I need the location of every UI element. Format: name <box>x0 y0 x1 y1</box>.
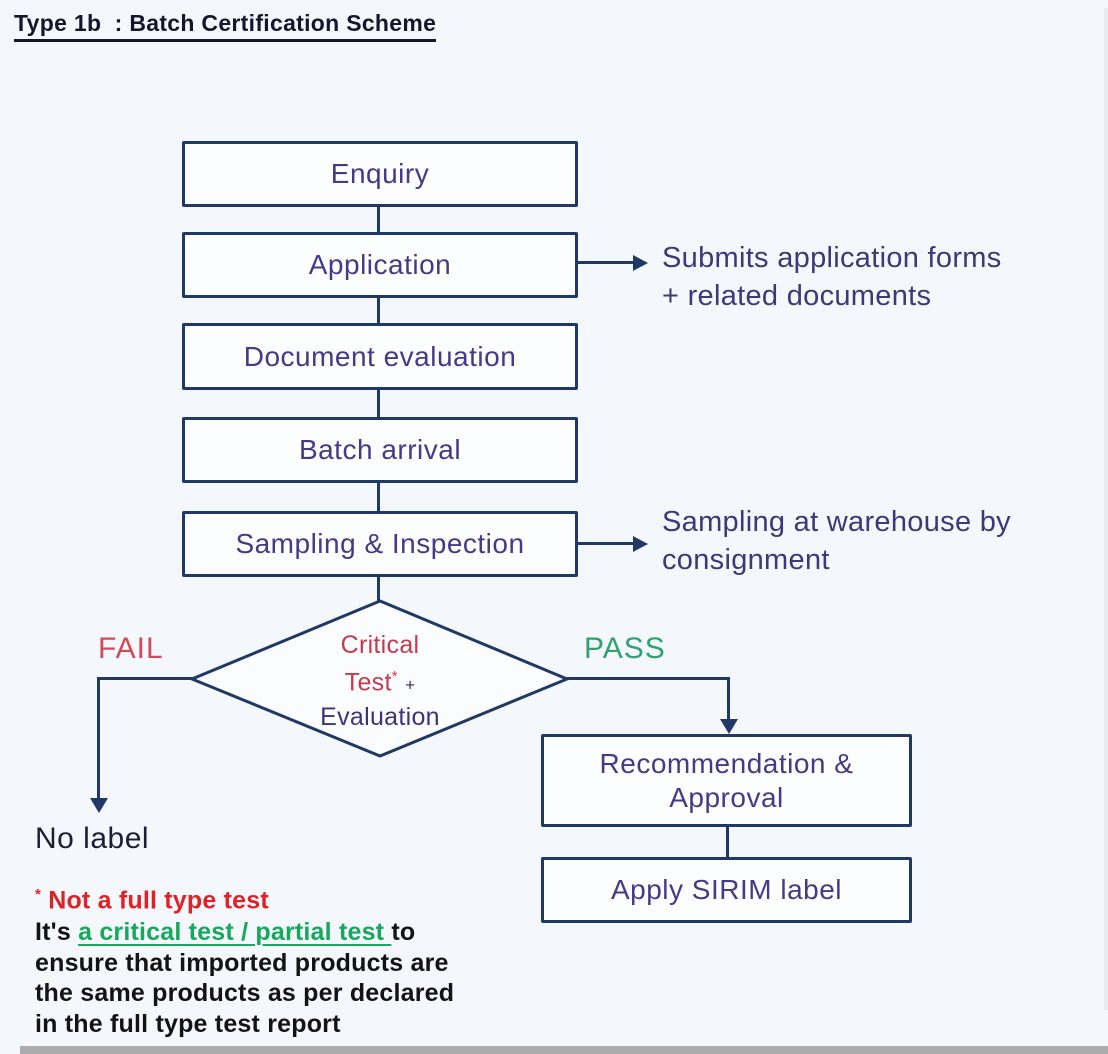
flow-box-application: Application <box>182 232 578 298</box>
connector-enquiry-application <box>377 206 380 233</box>
fail-label: FAIL <box>98 632 164 665</box>
footnote-body: It's a critical test / partial test to e… <box>35 917 505 1039</box>
decision-diamond-text: Critical Test* + Evaluation <box>280 629 480 733</box>
footnote-line2-suffix: to <box>391 918 416 946</box>
pass-branch-arrowhead-icon <box>719 719 738 734</box>
fail-branch-arrowhead-icon <box>89 798 108 813</box>
decision-line1: Critical <box>340 631 420 659</box>
connector-application-doceval <box>377 297 380 324</box>
pass-branch-hline <box>567 677 730 680</box>
connector-batcharrival-sampling <box>377 482 380 512</box>
flow-box-document-evaluation: Document evaluation <box>182 323 578 390</box>
flow-box-enquiry: Enquiry <box>182 141 578 207</box>
footnote-line5: in the full type test report <box>35 1009 341 1038</box>
sampling-annotation-arrowhead-icon <box>633 535 648 552</box>
application-annotation-arrowhead-icon <box>633 254 648 271</box>
flow-box-recommendation-approval: Recommendation & Approval <box>541 734 912 827</box>
decision-diamond <box>188 599 571 758</box>
flow-box-recommendation-approval-label: Recommendation & Approval <box>599 747 854 813</box>
sampling-annotation-line <box>578 542 634 545</box>
connector-recommendation-sirim <box>726 826 729 858</box>
flow-box-document-evaluation-label: Document evaluation <box>243 340 517 372</box>
fail-branch-hline <box>97 677 193 680</box>
flow-box-sampling-inspection-label: Sampling & Inspection <box>235 528 525 559</box>
fail-result-text: No label <box>35 822 150 855</box>
flow-box-sampling-inspection: Sampling & Inspection <box>182 511 578 577</box>
flow-box-apply-sirim-label-text: Apply SIRIM label <box>610 874 843 905</box>
footnote-line4: the same products as per declared <box>35 979 455 1007</box>
footnote-red-line: * Not a full type test <box>35 886 269 915</box>
flow-box-application-label: Application <box>308 249 452 280</box>
right-edge-strip <box>1104 8 1108 1010</box>
footnote-red-text: Not a full type test <box>48 886 269 915</box>
flow-box-enquiry-label: Enquiry <box>330 158 430 189</box>
flow-box-batch-arrival: Batch arrival <box>182 417 578 483</box>
annotation-application: Submits application forms + related docu… <box>662 242 1002 312</box>
connector-doceval-batcharrival <box>377 389 380 418</box>
application-annotation-line <box>578 261 634 264</box>
bottom-edge-strip <box>20 1046 1108 1054</box>
connector-sampling-decision <box>377 576 380 603</box>
pass-label: PASS <box>584 632 666 665</box>
annotation-sampling: Sampling at warehouse by consignment <box>662 506 1011 576</box>
footnote-green-text: a critical test / partial test <box>78 918 392 946</box>
page-title: Type 1b : Batch Certification Scheme <box>14 10 437 42</box>
flow-box-apply-sirim-label: Apply SIRIM label <box>541 857 912 923</box>
flow-box-batch-arrival-label: Batch arrival <box>298 434 462 465</box>
pass-branch-vline <box>727 677 730 721</box>
decision-line3: Evaluation <box>320 703 440 732</box>
footnote-asterisk: * <box>35 886 42 903</box>
fail-branch-vline <box>97 677 100 799</box>
footnote-line2-prefix: It's <box>35 918 79 946</box>
footnote-line3: ensure that imported products are <box>35 948 449 977</box>
decision-line2: Test* + <box>344 668 416 697</box>
